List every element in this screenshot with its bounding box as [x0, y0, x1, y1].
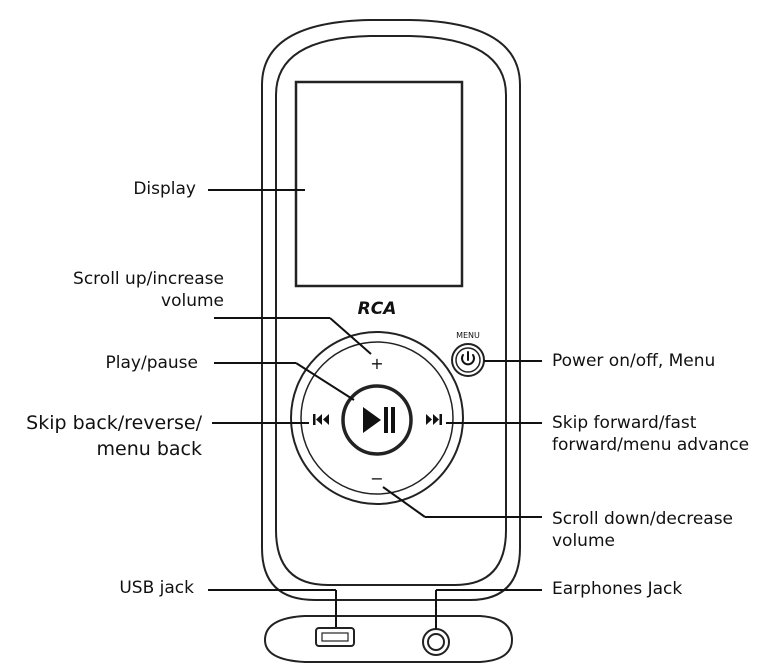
label-scroll-up-line2: volume: [161, 291, 224, 311]
leader-scroll-up-diag: [329, 317, 372, 355]
label-skip-forward-line2: forward/menu advance: [552, 435, 750, 455]
player-outer-shell: [261, 19, 521, 601]
label-scroll-down-line1: Scroll down/decrease: [552, 509, 734, 529]
play-pause-icon: [363, 407, 395, 433]
leader-scroll-down-diag: [382, 486, 426, 518]
label-earphones-jack: Earphones Jack: [552, 579, 683, 599]
label-skip-back: Skip back/reverse/ menu back: [26, 410, 202, 462]
minus-symbol: −: [370, 469, 383, 488]
label-skip-forward-line1: Skip forward/fast: [552, 413, 697, 433]
control-wheel-inner: [300, 341, 454, 495]
label-play-pause: Play/pause: [105, 353, 198, 373]
display-screen: [294, 80, 464, 288]
control-wheel-outer: [290, 331, 464, 505]
brand-logo: RCA: [358, 299, 397, 319]
label-scroll-down: Scroll down/decrease volume: [552, 508, 733, 552]
label-usb-jack: USB jack: [119, 578, 194, 598]
menu-text: MENU: [456, 331, 480, 340]
earphone-port-inner: [427, 633, 445, 651]
label-scroll-up: Scroll up/increase volume: [73, 268, 224, 312]
label-display: Display: [133, 179, 196, 199]
skip-back-icon: [313, 414, 329, 425]
label-power-menu: Power on/off, Menu: [552, 351, 716, 371]
label-scroll-up-line1: Scroll up/increase: [73, 269, 224, 289]
label-skip-back-line1: Skip back/reverse/: [26, 412, 202, 434]
power-icon: [461, 351, 475, 366]
player-bottom-view: [263, 615, 514, 663]
usb-port-inner: [321, 632, 349, 642]
earphone-port-outer: [422, 628, 450, 656]
power-button-inner: [455, 347, 481, 373]
plus-symbol: +: [370, 354, 383, 373]
label-skip-back-line2: menu back: [96, 438, 202, 460]
usb-port: [315, 627, 355, 647]
skip-forward-icon: [426, 414, 442, 425]
label-scroll-down-line2: volume: [552, 531, 615, 551]
label-skip-forward: Skip forward/fast forward/menu advance: [552, 412, 749, 456]
leader-play-diag: [295, 362, 355, 401]
player-inner-face: [275, 35, 507, 586]
play-pause-button: [341, 384, 413, 456]
